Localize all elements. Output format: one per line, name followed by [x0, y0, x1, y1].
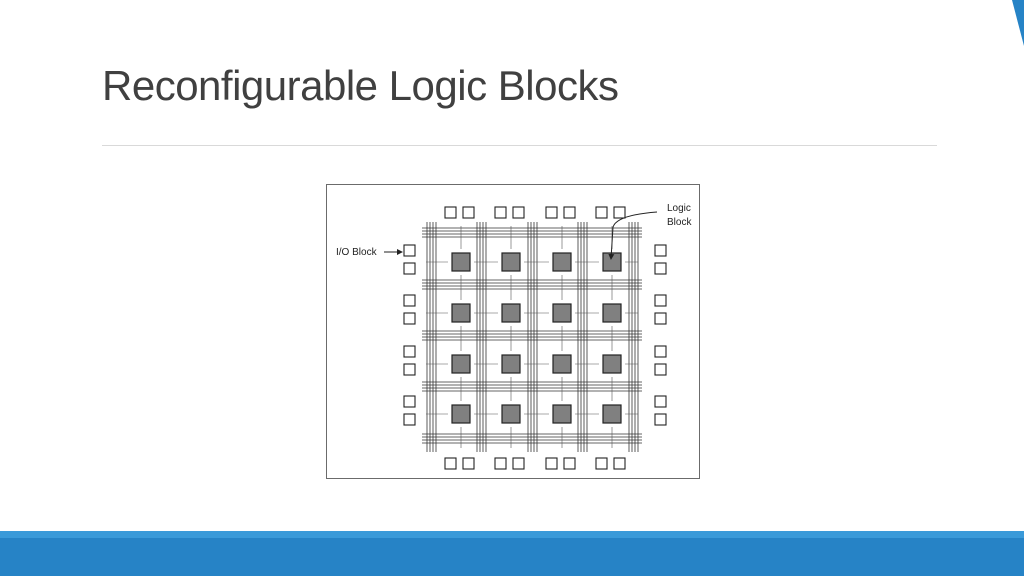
logic-block — [602, 404, 622, 424]
io-block — [494, 206, 507, 219]
logic-block — [451, 354, 471, 374]
io-block — [563, 206, 576, 219]
logic-block — [451, 404, 471, 424]
io-block — [462, 457, 475, 470]
io-block — [403, 395, 416, 408]
logic-block — [501, 354, 521, 374]
io-block — [545, 206, 558, 219]
logic-block — [552, 404, 572, 424]
logic-block-arrow — [608, 211, 658, 260]
chevron-decoration-icon — [1012, 0, 1024, 46]
io-block — [403, 345, 416, 358]
io-block — [403, 312, 416, 325]
io-block — [654, 262, 667, 275]
io-block — [403, 244, 416, 257]
io-block-ring — [403, 206, 667, 470]
io-block — [613, 206, 626, 219]
logic-block — [552, 303, 572, 323]
logic-block — [501, 404, 521, 424]
io-block — [444, 206, 457, 219]
slide-title: Reconfigurable Logic Blocks — [102, 62, 619, 109]
logic-block-label-line1: Logic — [667, 203, 691, 214]
logic-block — [501, 252, 521, 272]
logic-block — [501, 303, 521, 323]
io-block — [654, 395, 667, 408]
io-block — [444, 457, 457, 470]
io-block — [512, 206, 525, 219]
io-block — [545, 457, 558, 470]
fpga-diagram: Logic Block I/O Block — [326, 184, 700, 479]
logic-block — [552, 354, 572, 374]
logic-block — [602, 354, 622, 374]
io-block — [654, 244, 667, 257]
routing-channels — [422, 222, 642, 452]
logic-block-label-line2: Block — [667, 217, 692, 228]
io-block — [595, 206, 608, 219]
io-block — [563, 457, 576, 470]
io-block — [654, 363, 667, 376]
io-block — [403, 413, 416, 426]
io-block-label: I/O Block — [336, 247, 378, 258]
title-divider — [102, 145, 937, 146]
io-block — [654, 294, 667, 307]
logic-block-grid — [448, 249, 625, 427]
footer-band — [0, 538, 1024, 576]
footer-band-accent — [0, 531, 1024, 538]
io-block — [403, 262, 416, 275]
io-block — [654, 345, 667, 358]
io-block — [654, 312, 667, 325]
logic-block — [602, 252, 622, 272]
logic-block — [451, 252, 471, 272]
io-block — [462, 206, 475, 219]
logic-block — [552, 252, 572, 272]
logic-block — [451, 303, 471, 323]
io-block — [512, 457, 525, 470]
io-block — [654, 413, 667, 426]
io-block — [403, 294, 416, 307]
fpga-diagram-canvas: Logic Block I/O Block — [336, 203, 692, 470]
logic-block — [602, 303, 622, 323]
io-block — [494, 457, 507, 470]
io-block — [403, 363, 416, 376]
io-block — [595, 457, 608, 470]
io-block — [613, 457, 626, 470]
